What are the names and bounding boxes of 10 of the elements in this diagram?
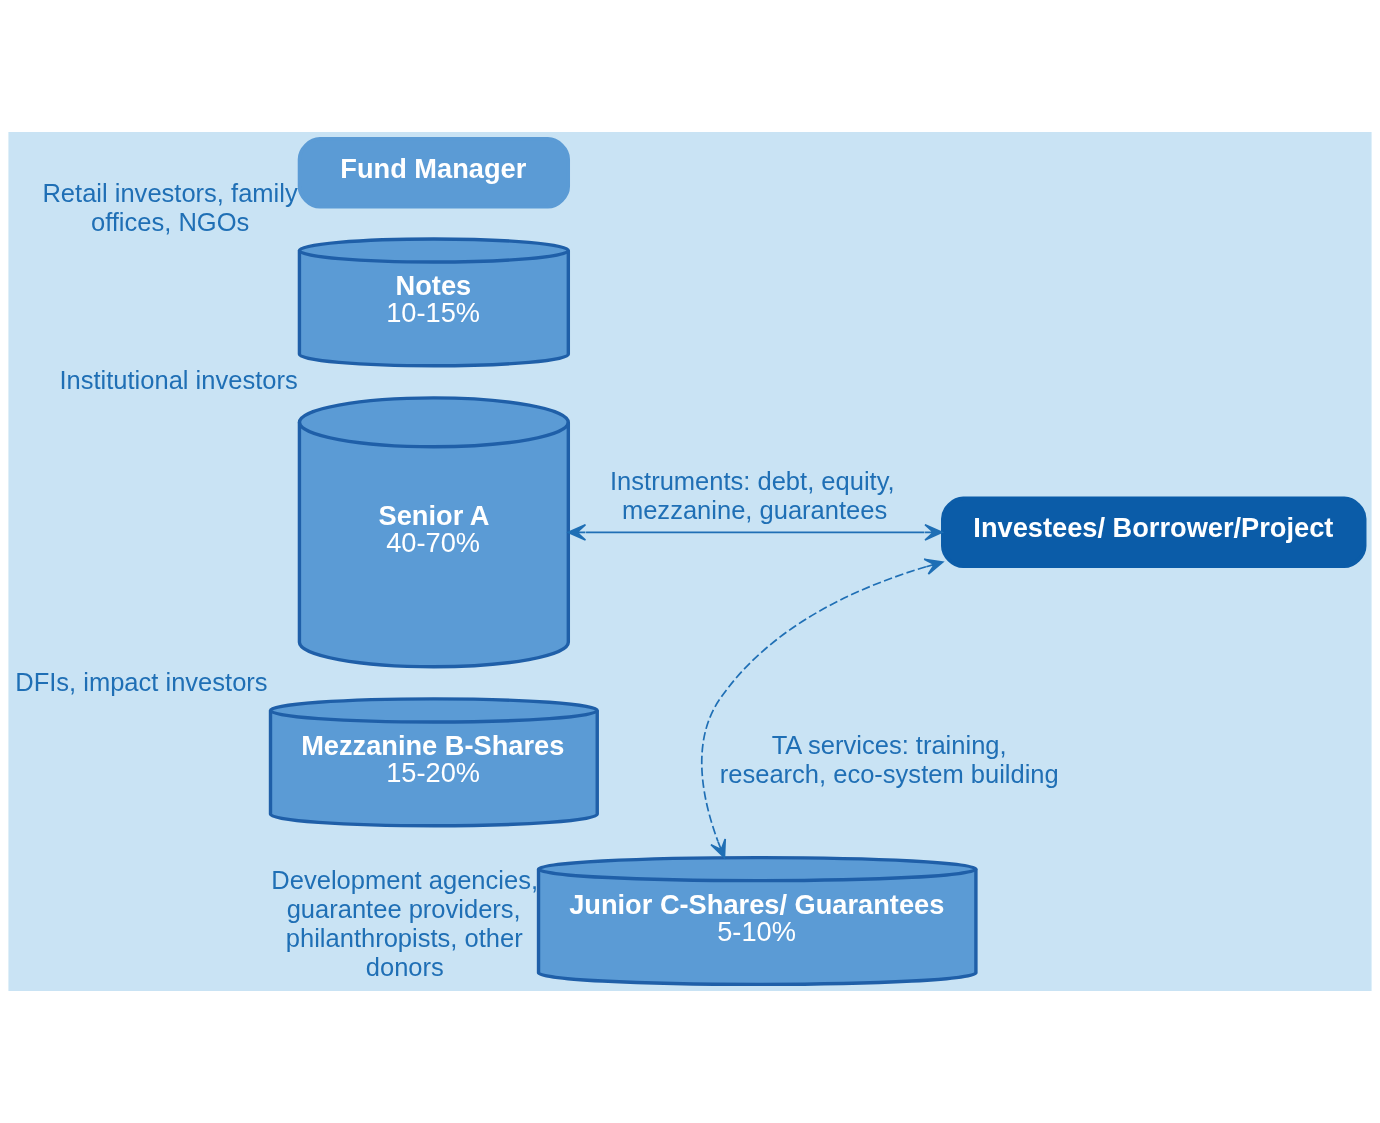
node-label: Retail investors, family offices, NGOs — [42, 178, 298, 236]
node-box: Investees/ Borrower/Project — [941, 496, 1367, 569]
node-label: Institutional investors — [59, 366, 298, 395]
node-label: DFIs, impact investors — [15, 667, 268, 696]
arrow — [567, 523, 943, 541]
node-box: Fund Manager — [297, 137, 571, 209]
arrow — [701, 558, 944, 859]
node-label: Development agencies, guarantee providers, philanthropists, other donors — [271, 865, 539, 981]
edge-label: TA services: training, research, eco-system building — [719, 730, 1059, 788]
edge-label: Instruments: debt, equity, mezzanine, guarantees — [610, 466, 895, 524]
